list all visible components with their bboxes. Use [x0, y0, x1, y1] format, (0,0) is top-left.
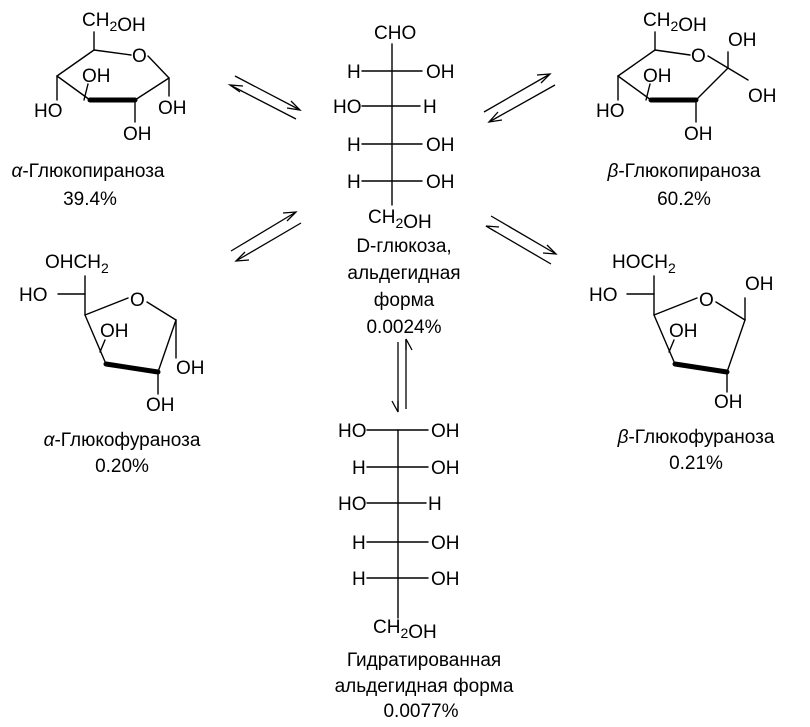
fischer-left-substituent: H: [352, 533, 366, 554]
ho-label: HO: [34, 101, 63, 122]
fischer-right-substituent: OH: [431, 458, 460, 479]
ring-oxygen-label: O: [691, 46, 706, 67]
alpha-glucofuranose-name: α-Глюкофураноза: [44, 430, 201, 451]
fischer-right-substituent: OH: [431, 421, 460, 442]
oh-label: OH: [82, 66, 111, 87]
equilibrium-arrow-bottom-left: [230, 211, 302, 262]
fischer-row: H OH: [352, 569, 460, 590]
fischer-row: H OH: [347, 172, 455, 193]
fischer-left-substituent: HO: [333, 97, 362, 118]
hydrate-caption-line: альдегидная форма: [335, 676, 514, 697]
fischer-right-substituent: H: [428, 494, 442, 515]
beta-glucofuranose-percent: 0.21%: [669, 453, 723, 474]
alpha-glucofuranose-structure: OHCH2 HO O OH OH OH α-Глюкофураноза 0.20…: [19, 252, 205, 477]
alpha-glucopyranose-percent: 39.4%: [63, 189, 117, 210]
hydrated-aldehyde-structure: HO OH H OH HO H H OH H OH CH2OH Гидратир…: [335, 421, 514, 722]
oh-label: OH: [728, 30, 757, 51]
oh-label: OH: [158, 98, 187, 119]
center-caption-line: форма: [374, 290, 435, 311]
oh-label: OH: [123, 124, 152, 145]
oh-label: OH: [714, 392, 743, 413]
beta-glucofuranose-structure: HOCH2 HO O OH OH OH β-Глюкофураноза 0.21…: [589, 252, 775, 474]
oh-label: OH: [745, 274, 774, 295]
fischer-row: H OH: [352, 533, 460, 554]
equilibrium-arrow-vertical: [391, 338, 413, 413]
ring-oxygen-label: O: [132, 46, 147, 67]
equilibrium-arrow-top-left: [227, 75, 302, 120]
oh-label: OH: [176, 358, 205, 379]
beta-glucofuranose-name: β-Глюкофураноза: [617, 427, 775, 448]
oh-label: OH: [146, 395, 175, 416]
center-caption-line: альдегидная: [347, 263, 460, 284]
side-chain-label: OHCH2: [45, 252, 109, 276]
ch2oh-label: CH2OH: [82, 10, 146, 36]
fischer-row: HO H: [333, 97, 437, 118]
ho-label: HO: [589, 285, 618, 306]
center-percent: 0.0024%: [366, 317, 441, 338]
beta-glucopyranose-percent: 60.2%: [657, 189, 711, 210]
oh-label: OH: [748, 86, 777, 107]
beta-glucopyranose-structure: CH2OH O OH HO OH OH OH β-Глюкопираноза 6…: [596, 10, 777, 210]
fischer-row: HO OH: [338, 421, 460, 442]
fischer-left-substituent: HO: [338, 494, 367, 515]
ring-oxygen-label: O: [130, 290, 145, 311]
ring-oxygen-label: O: [699, 290, 714, 311]
fischer-row: H OH: [347, 135, 455, 156]
fischer-right-substituent: H: [423, 97, 437, 118]
fischer-left-substituent: H: [347, 172, 361, 193]
alpha-glucopyranose-structure: CH2OH O HO OH OH OH α-Глюкопираноза 39.4…: [12, 10, 187, 210]
hydrate-caption-line: Гидратированная: [347, 650, 501, 671]
fischer-left-substituent: H: [347, 62, 361, 83]
fischer-left-substituent: H: [352, 569, 366, 590]
fischer-right-substituent: OH: [426, 62, 455, 83]
fischer-right-substituent: OH: [431, 533, 460, 554]
hydrate-percent: 0.0077%: [383, 701, 458, 722]
fischer-row: HO H: [338, 494, 442, 515]
fischer-right-substituent: OH: [431, 569, 460, 590]
alpha-glucofuranose-percent: 0.20%: [95, 456, 149, 477]
fischer-bottom-label: CH2OH: [368, 207, 432, 233]
oh-label: OH: [643, 66, 672, 87]
beta-glucopyranose-name: β-Глюкопираноза: [607, 161, 761, 182]
fischer-left-substituent: H: [347, 135, 361, 156]
fischer-left-substituent: H: [352, 458, 366, 479]
ch2oh-label: CH2OH: [643, 10, 707, 36]
fischer-left-substituent: HO: [338, 421, 367, 442]
oh-label: OH: [669, 321, 698, 342]
ho-label: HO: [19, 285, 48, 306]
side-chain-label: HOCH2: [612, 252, 676, 276]
equilibrium-arrow-top-right: [483, 73, 556, 123]
fischer-row: H OH: [347, 62, 455, 83]
fischer-right-substituent: OH: [426, 135, 455, 156]
oh-label: OH: [684, 124, 713, 145]
fischer-right-substituent: OH: [426, 172, 455, 193]
ho-label: HO: [596, 101, 625, 122]
oh-label: OH: [100, 321, 129, 342]
center-caption-line: D-глюкоза,: [356, 236, 451, 257]
fischer-bottom-label: CH2OH: [373, 617, 437, 643]
alpha-glucopyranose-name: α-Глюкопираноза: [12, 161, 165, 182]
fischer-row: H OH: [352, 458, 460, 479]
equilibrium-arrow-bottom-right: [485, 215, 558, 265]
open-chain-aldehyde-structure: CHO H OH HO H H OH H OH CH2OH D-глюкоза,…: [333, 23, 461, 338]
fischer-top-label: CHO: [374, 23, 416, 44]
